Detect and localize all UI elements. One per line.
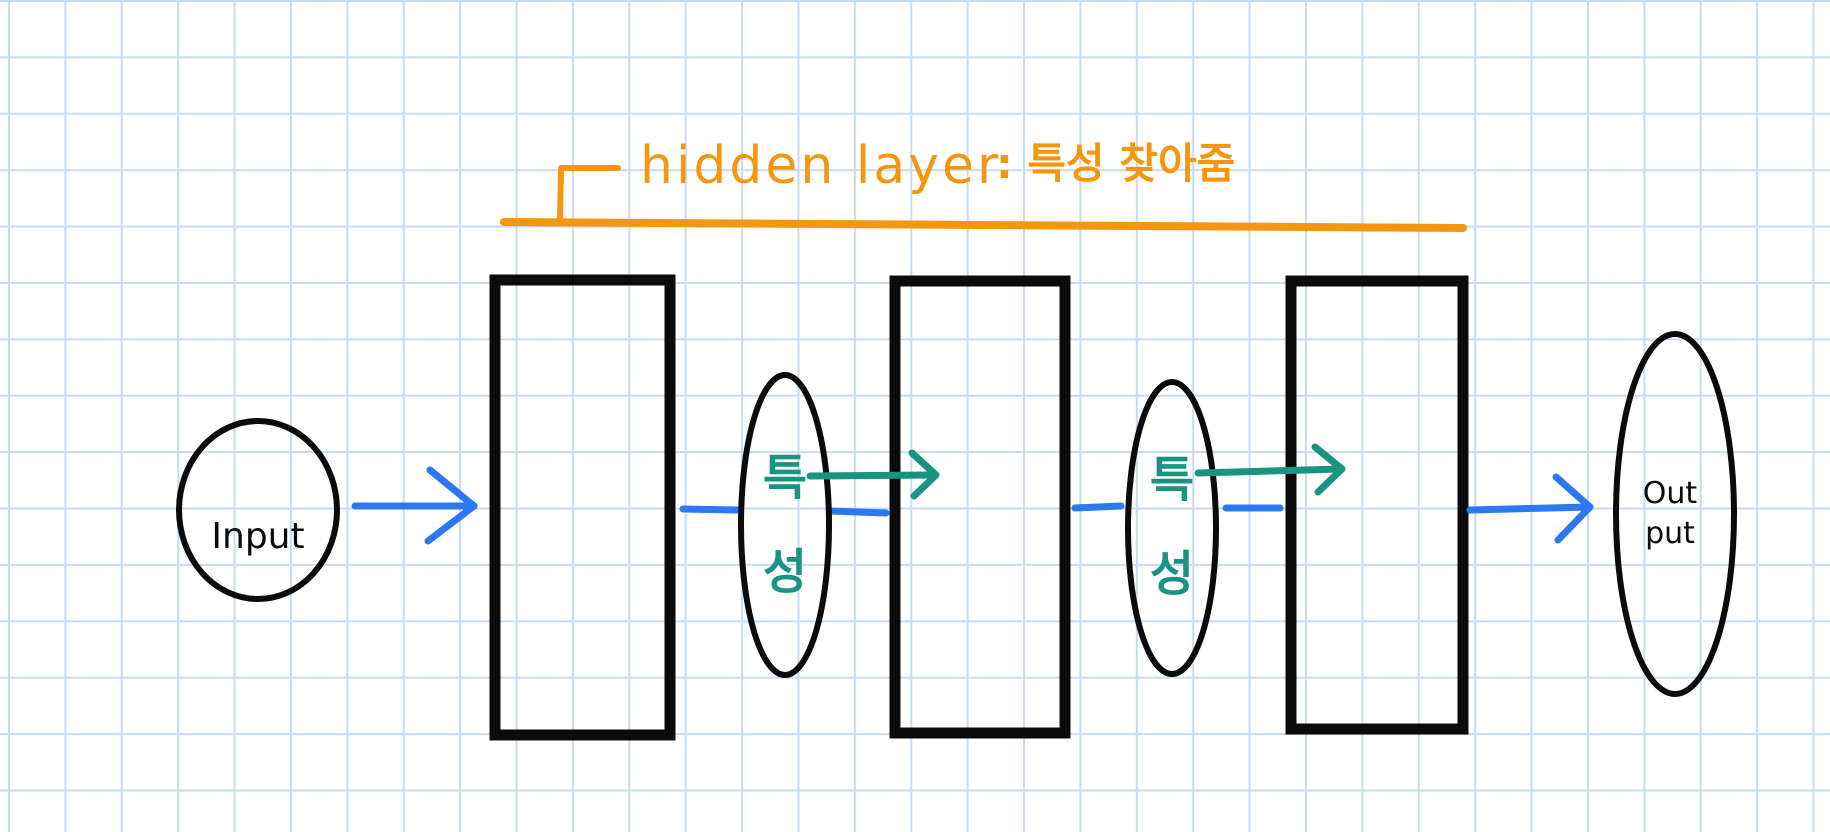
- output-node: [1613, 331, 1737, 697]
- hidden-layer-bracket: [500, 165, 1467, 232]
- output-node-label-line2: put: [1645, 516, 1695, 551]
- feature-node-2-top: 특: [1150, 452, 1194, 508]
- input-node-label: Input: [211, 516, 304, 557]
- feature-node-1: [738, 372, 832, 678]
- feature-arrow: [806, 443, 1346, 500]
- hidden-layer-label: hidden layer: [640, 136, 1001, 196]
- output-arrow: [1466, 473, 1594, 544]
- flow-connector: [679, 502, 1284, 517]
- hidden-layer-box-3: [1285, 275, 1469, 735]
- output-node-label-line1: Out: [1643, 476, 1698, 511]
- hidden-layer-box-1: [489, 274, 676, 741]
- feature-node-1-bottom: 성: [763, 544, 807, 600]
- flow-arrow: [351, 466, 478, 545]
- hidden-layer-box-2: [889, 275, 1071, 739]
- feature-node-2: [1125, 379, 1219, 677]
- feature-node-2-bottom: 성: [1150, 546, 1194, 602]
- feature-node-1-top: 특: [763, 450, 807, 506]
- input-node: [176, 418, 340, 602]
- hidden-layer-description: : 특성 찾아줌: [996, 139, 1235, 188]
